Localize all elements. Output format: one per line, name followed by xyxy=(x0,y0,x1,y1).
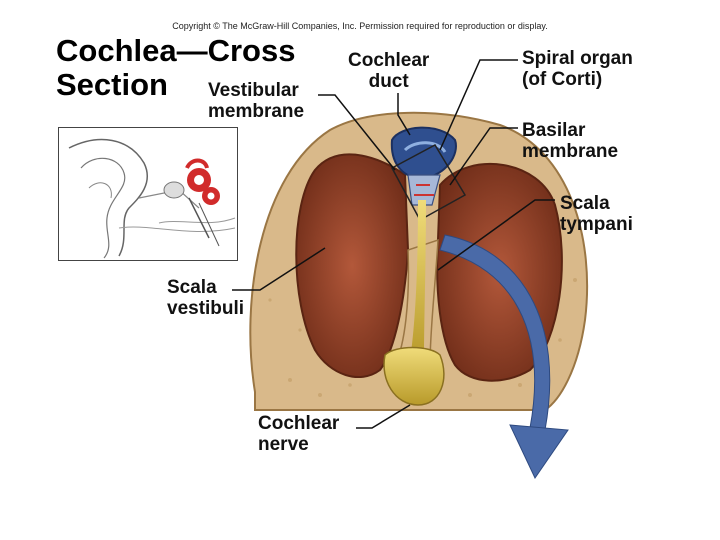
leader-basilar-membrane xyxy=(449,127,518,186)
ear-inset-illustration xyxy=(58,127,238,261)
label-spiral-organ-line-1: Spiral organ xyxy=(522,48,633,69)
label-scala-vestibuli-line-2: vestibuli xyxy=(167,298,245,319)
label-vestibular-membrane-line-2: membrane xyxy=(208,101,305,122)
label-spiral-organ-line-2: (of Corti) xyxy=(522,69,603,90)
label-vestibular-membrane: Vestibular membrane xyxy=(208,80,304,122)
cochlear-duct-chamber xyxy=(390,126,457,180)
label-vestibular-membrane-line-1: Vestibular xyxy=(208,80,299,101)
label-spiral-organ: Spiral organ (of Corti) xyxy=(522,48,633,90)
label-cochlear-duct-line-2: duct xyxy=(368,71,409,92)
ear-inset-drawing xyxy=(68,138,236,259)
leader-cochlear-nerve xyxy=(356,404,411,429)
label-scala-tympani-line-1: Scala xyxy=(560,193,610,214)
label-basilar-membrane-line-2: membrane xyxy=(522,141,619,162)
inner-ear-icon xyxy=(185,158,220,205)
cochlear-nerve-fibers xyxy=(410,200,426,360)
title-line-2: Section xyxy=(56,67,168,102)
leader-scala-vestibuli xyxy=(232,247,326,291)
zoom-outline xyxy=(390,144,467,222)
leader-spiral-organ xyxy=(439,59,518,151)
leader-cochlear-duct xyxy=(397,93,411,136)
label-scala-vestibuli: Scala vestibuli xyxy=(167,277,244,319)
leader-vestibular-membrane xyxy=(318,94,396,171)
label-cochlear-nerve-line-1: Cochlear xyxy=(258,413,340,434)
label-cochlear-duct-line-1: Cochlear xyxy=(348,50,430,71)
copyright-notice: Copyright © The McGraw-Hill Companies, I… xyxy=(172,21,548,31)
label-scala-tympani: Scala tympani xyxy=(560,193,633,235)
diagram-title: Cochlea—Cross Section xyxy=(56,34,295,102)
title-line-1: Cochlea—Cross xyxy=(56,33,296,68)
label-basilar-membrane-line-1: Basilar xyxy=(522,120,586,141)
spiral-ganglion xyxy=(383,346,445,406)
label-scala-tympani-line-2: tympani xyxy=(560,214,633,235)
label-cochlear-nerve: Cochlear nerve xyxy=(258,413,339,455)
leader-scala-tympani xyxy=(437,199,555,271)
label-cochlear-duct: Cochlear duct xyxy=(348,50,429,92)
label-scala-vestibuli-line-1: Scala xyxy=(167,277,217,298)
label-cochlear-nerve-line-2: nerve xyxy=(258,434,309,455)
scala-vestibuli-chamber xyxy=(295,153,410,379)
label-basilar-membrane: Basilar membrane xyxy=(522,120,618,162)
direction-arrow-head xyxy=(509,424,569,480)
